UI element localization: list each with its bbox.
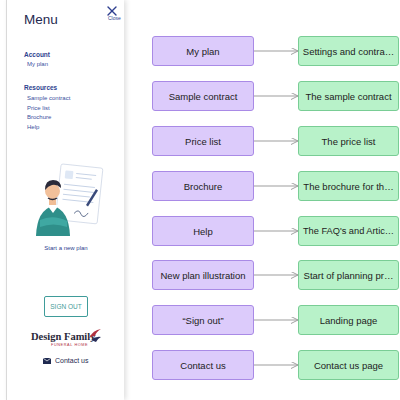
box-label: Help <box>193 226 213 237</box>
screen-element-box: My plan <box>152 36 254 66</box>
destination-box: The price list <box>298 126 399 156</box>
screen-element-box: Price list <box>152 126 254 156</box>
menu-link: Brochure <box>27 114 51 121</box>
button-label: SIGN OUT <box>50 303 81 310</box>
box-label: New plan illustration <box>160 270 245 281</box>
menu-title: Menu <box>24 13 58 28</box>
section-heading: Resources <box>24 84 57 91</box>
destination-box: Start of planning pr… <box>298 260 399 290</box>
flow-arrow <box>254 185 298 186</box>
menu-link: Sample contract <box>27 95 70 102</box>
menu-panel: SIGN OUT Menu CloseAccount My planResources… <box>6 0 124 400</box>
funeral-home-logo-mark <box>89 329 101 342</box>
box-label: The FAQ's and Artic… <box>303 226 394 236</box>
screen-element-box: New plan illustration <box>152 260 254 290</box>
menu-link: Help <box>27 124 39 131</box>
flow-arrow <box>254 95 298 96</box>
screen-element-box: Help <box>152 216 254 246</box>
destination-box: The FAQ's and Artic… <box>298 216 399 246</box>
screen-element-box: Sample contract <box>152 81 254 111</box>
destination-box: The brochure for th… <box>298 171 399 201</box>
flow-arrow <box>254 140 298 141</box>
box-label: Settings and contra… <box>303 46 394 57</box>
destination-box: Settings and contra… <box>298 36 399 66</box>
section-heading: Account <box>24 51 50 58</box>
flow-arrow <box>254 230 298 231</box>
menu-link: My plan <box>27 61 48 68</box>
box-label: The brochure for th… <box>303 181 393 192</box>
close-label: Close <box>108 16 121 22</box>
box-label: My plan <box>186 46 219 57</box>
contact-link: Contact us <box>55 357 88 365</box>
menu-link: Price list <box>27 105 50 112</box>
close-icon <box>108 7 116 15</box>
destination-box: The sample contract <box>298 81 399 111</box>
flow-arrow <box>254 274 298 275</box>
logo-subtitle: FUNERAL HOME <box>51 343 88 347</box>
sign-out-button: SIGN OUT <box>44 296 88 317</box>
box-label: Contact us <box>180 360 225 371</box>
box-label: Sample contract <box>169 91 238 102</box>
destination-box: Contact us page <box>298 350 399 380</box>
screen-element-box: Contact us <box>152 350 254 380</box>
box-label: Contact us page <box>314 360 383 371</box>
box-label: Price list <box>185 136 221 147</box>
box-label: Brochure <box>184 181 223 192</box>
flow-arrow <box>254 319 298 320</box>
box-label: Start of planning pr… <box>304 270 394 281</box>
box-label: The sample contract <box>305 91 391 102</box>
logo-name: Design Family <box>31 331 95 343</box>
flow-arrow <box>254 50 298 51</box>
box-label: The price list <box>322 136 376 147</box>
new-plan-illustration <box>36 164 103 236</box>
box-label: Landing page <box>320 315 378 326</box>
screen-element-box: “Sign out” <box>152 305 254 335</box>
box-label: “Sign out” <box>182 315 223 326</box>
screen-element-box: Brochure <box>152 171 254 201</box>
flow-arrow <box>254 364 298 365</box>
envelope-icon <box>43 358 51 364</box>
destination-box: Landing page <box>298 305 399 335</box>
illustration-caption: Start a new plan <box>7 245 125 252</box>
